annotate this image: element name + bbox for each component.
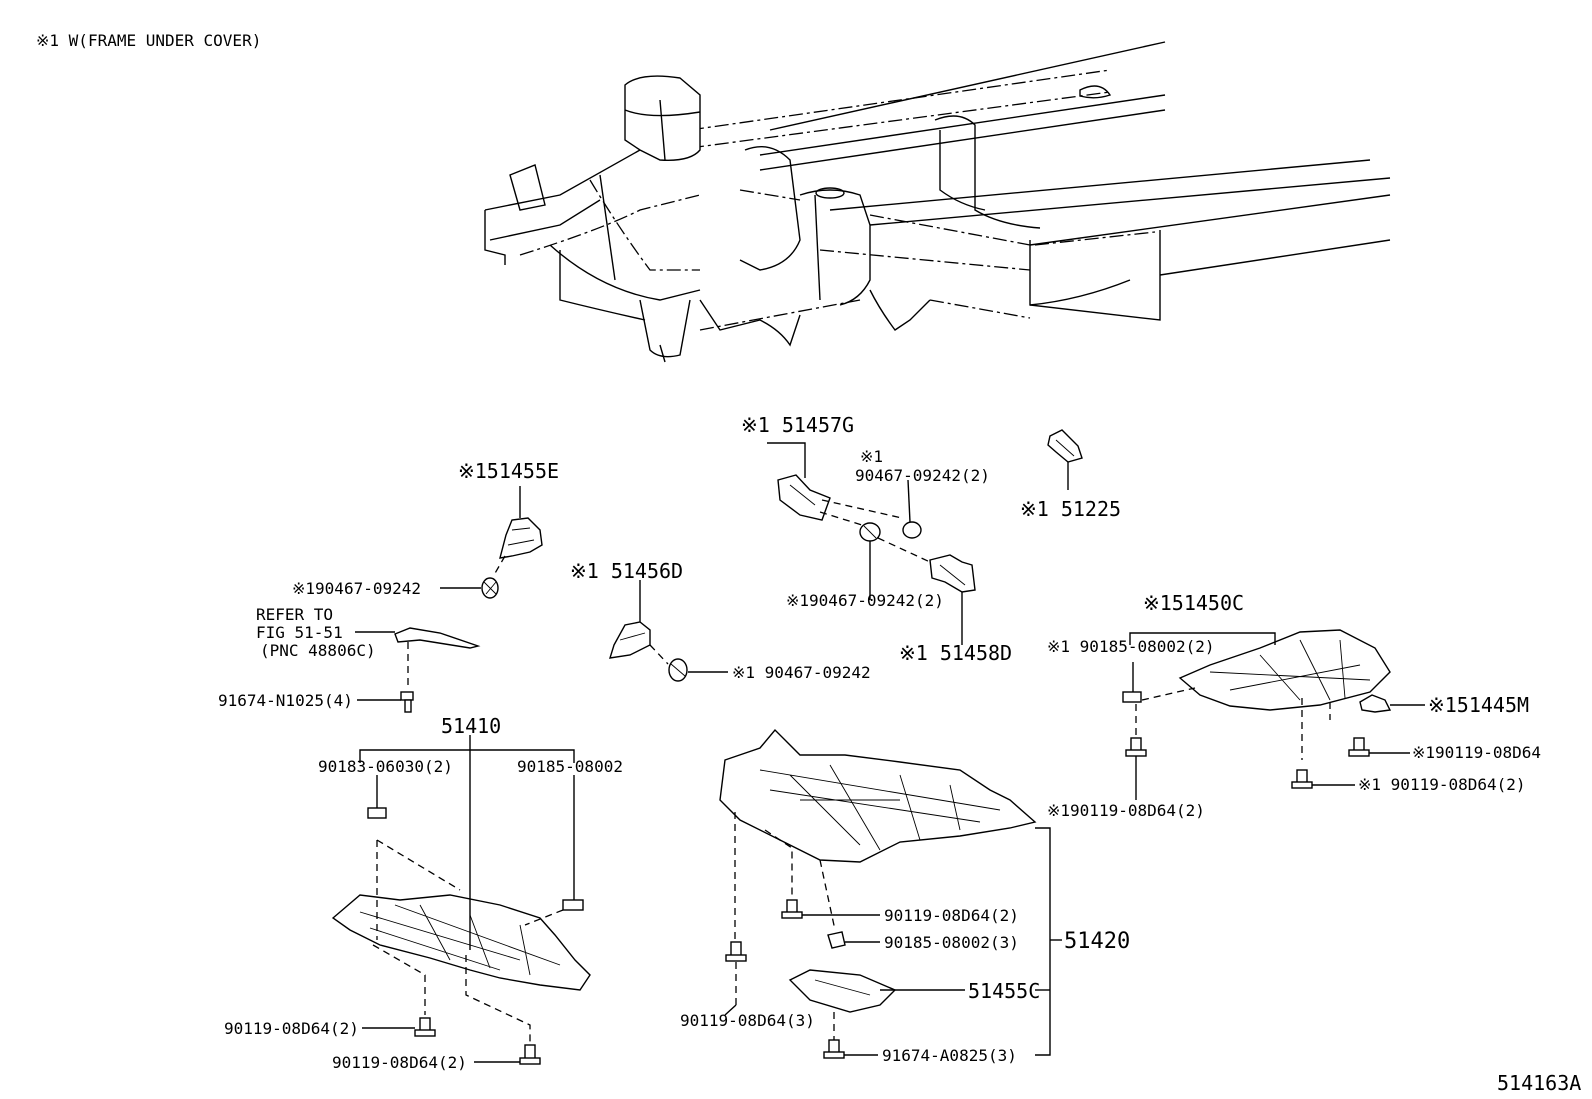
refer-line-3: (PNC 48806C): [260, 641, 376, 660]
label-51455E: ※151455E: [458, 459, 559, 483]
diagram-labels: ※1 W(FRAME UNDER COVER) ※1 51457G ※1 904…: [36, 31, 1581, 1095]
leader-lines: [355, 587, 737, 1016]
clip-90467-top: [902, 479, 922, 539]
part-51455E-bracket: [499, 486, 543, 559]
label-90183: 90183-06030(2): [318, 757, 453, 776]
label-51455C: 51455C: [968, 979, 1040, 1003]
label-51225: ※1 51225: [1020, 497, 1121, 521]
label-90119-d: 90119-08D64(3): [680, 1011, 815, 1030]
label-91674-n1025: 91674-N1025(4): [218, 691, 353, 710]
label-90119-b: 90119-08D64(2): [332, 1053, 467, 1072]
label-51458D: ※1 51458D: [899, 641, 1012, 665]
label-90185-a: 90185-08002: [517, 757, 623, 776]
label-90119-c: 90119-08D64(2): [884, 906, 1019, 925]
label-90467-c: ※190467-09242(2): [786, 591, 944, 610]
label-51420: 51420: [1064, 929, 1130, 954]
label-91674-a0825: 91674-A0825(3): [882, 1046, 1017, 1065]
label-51445M: ※151445M: [1428, 693, 1529, 717]
part-51450C-cover: [1122, 629, 1425, 800]
clip-90467-c: [859, 522, 931, 600]
figure-id: 514163A: [1497, 1071, 1581, 1095]
refer-line-1: REFER TO: [256, 605, 333, 624]
label-90119-r3: ※190119-08D64(2): [1047, 801, 1205, 820]
label-90467-top-mark: ※1: [860, 447, 883, 466]
label-51410: 51410: [441, 714, 501, 738]
part-51457G-bracket: [767, 442, 903, 526]
label-90467-a: ※190467-09242: [292, 579, 421, 598]
part-51458D-bracket: [929, 554, 976, 645]
label-51450C: ※151450C: [1143, 591, 1244, 615]
label-51456D: ※1 51456D: [570, 559, 683, 583]
label-90119-a: 90119-08D64(2): [224, 1019, 359, 1038]
vehicle-frame-illustration: [484, 41, 1391, 363]
label-90119-r2: ※1 90119-08D64(2): [1358, 775, 1526, 794]
clip-90467-a: [481, 555, 506, 599]
part-51456D-bracket: [609, 580, 728, 682]
part-51410-cover: [331, 735, 591, 1065]
frame-note: ※1 W(FRAME UNDER COVER): [36, 31, 261, 50]
part-51420-cover: [719, 728, 1062, 1059]
refer-part-48806C: [394, 627, 481, 713]
label-90467-b: ※1 90467-09242: [732, 663, 871, 682]
label-90119-r1: ※190119-08D64: [1412, 743, 1541, 762]
label-90185-b: 90185-08002(3): [884, 933, 1019, 952]
part-51225: [1047, 429, 1083, 490]
label-51457G: ※1 51457G: [741, 413, 854, 437]
label-90467-top: 90467-09242(2): [855, 466, 990, 485]
label-90185-c: ※1 90185-08002(2): [1047, 637, 1215, 656]
refer-line-2: FIG 51-51: [256, 623, 343, 642]
